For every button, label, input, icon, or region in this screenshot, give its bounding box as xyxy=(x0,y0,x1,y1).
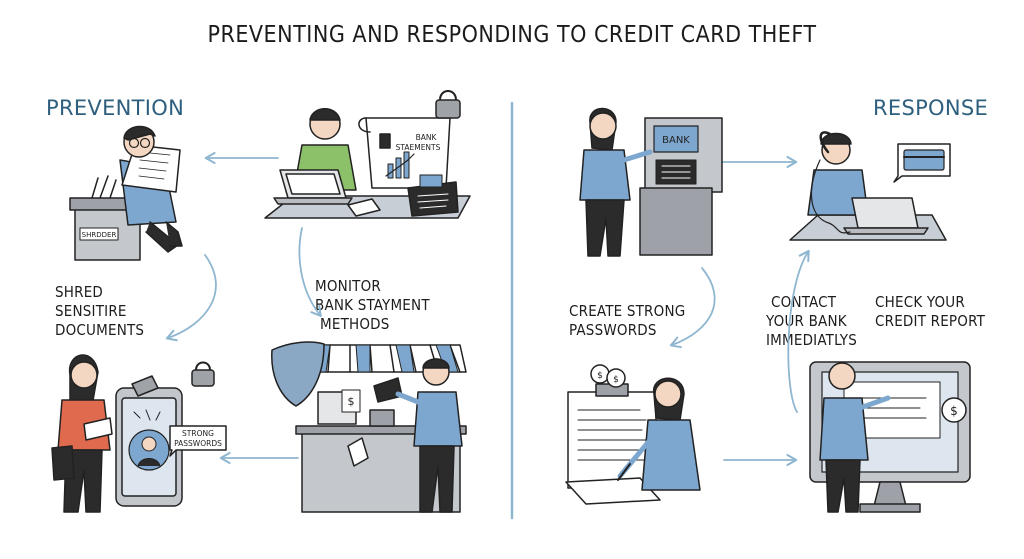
svg-text:$: $ xyxy=(348,395,355,408)
svg-text:$: $ xyxy=(613,375,619,385)
flow-arrows xyxy=(165,151,810,467)
step-monitor-statements: MONITOR BANK STAYMENT METHODS xyxy=(315,277,430,333)
prevention-heading: PREVENTION xyxy=(46,96,185,120)
svg-text:$: $ xyxy=(950,404,958,418)
strong-passwords-text-1: STRONG xyxy=(182,429,214,438)
strong-passwords-text-2: PASSWORDS xyxy=(174,439,222,448)
phone-call-scene xyxy=(789,131,951,241)
page-title: PREVENTING AND RESPONDING TO CREDIT CARD… xyxy=(207,22,817,48)
statement-desk-scene: BANK STAEMENTS xyxy=(264,90,471,219)
step-check-credit-report: CHECK YOUR CREDIT REPORT xyxy=(875,293,986,330)
response-heading: RESPONSE xyxy=(873,96,989,120)
arrow-curve-response xyxy=(669,267,716,349)
svg-text:$: $ xyxy=(597,371,603,381)
atm-scene: BANK xyxy=(579,107,723,257)
step-create-passwords: CREATE STRONG PASSWORDS xyxy=(569,302,686,339)
arrow-curve-middle xyxy=(298,227,322,317)
shredder-scene: SHRDDER xyxy=(69,125,183,261)
arrow-curve-left xyxy=(165,254,217,342)
shredder-label: SHRDDER xyxy=(82,231,117,239)
atm-bank-label: BANK xyxy=(662,135,690,146)
arrow-up-response xyxy=(787,249,810,413)
phone-password-scene: STRONG PASSWORDS xyxy=(51,354,227,513)
store-scene: $ xyxy=(271,341,467,513)
step-shred-documents: SHRED SENSITIRE DOCUMENTS xyxy=(55,283,145,339)
credit-report-scene: $ xyxy=(809,361,971,513)
documents-scene: $ $ xyxy=(565,364,701,505)
bank-statements-text-1: BANK xyxy=(416,133,438,142)
bank-statements-text-2: STAEMENTS xyxy=(396,143,441,152)
